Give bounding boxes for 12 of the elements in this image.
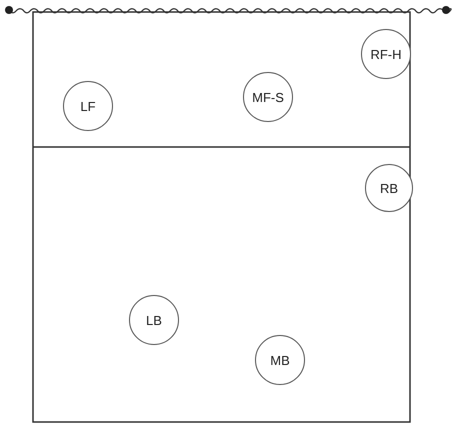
player-circle: [255, 335, 305, 385]
player-circle: [129, 295, 179, 345]
position-label: LF: [80, 98, 96, 114]
position-label: LB: [146, 312, 162, 328]
position-label: MF-S: [252, 90, 284, 104]
player-circle: [63, 81, 113, 131]
position-label: RB: [380, 180, 398, 196]
player-circle: [243, 72, 293, 122]
position-label: MB: [270, 352, 290, 368]
position-label: RF-H: [370, 46, 402, 62]
player-circle: [361, 29, 411, 79]
player-circle: [365, 164, 413, 212]
